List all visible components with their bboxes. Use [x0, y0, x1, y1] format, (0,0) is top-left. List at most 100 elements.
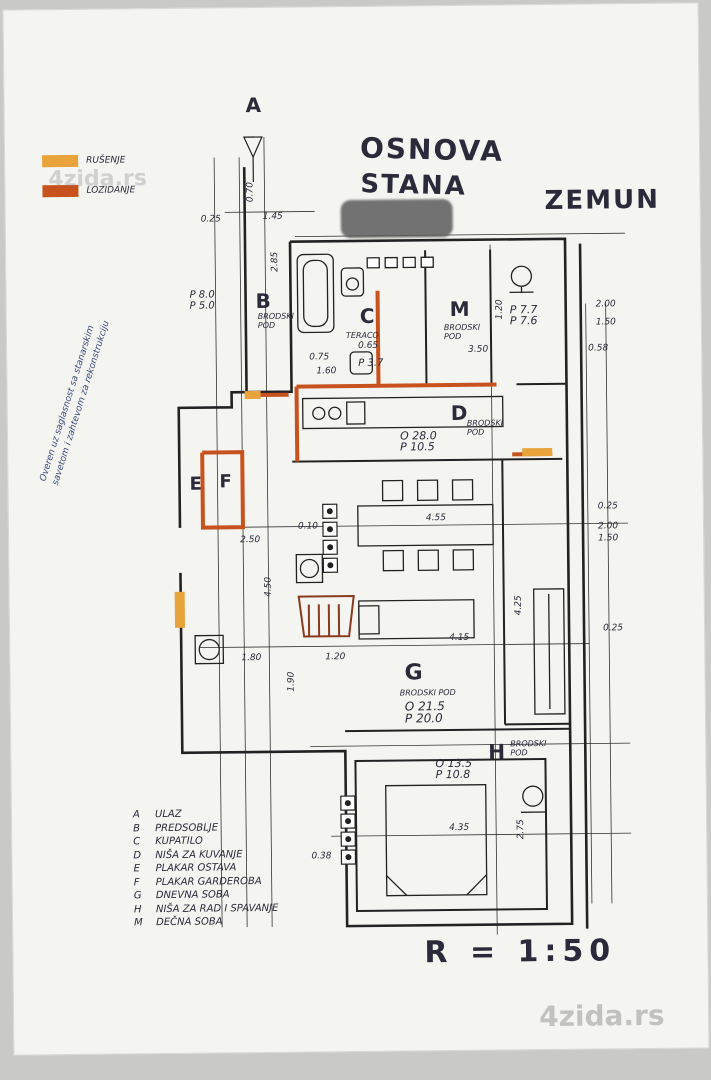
redacted-address: [340, 198, 453, 239]
legend-text: DNEVNA SOBA: [155, 889, 230, 902]
dim-d27: 0.65: [358, 340, 379, 351]
outer-walls: [177, 167, 589, 929]
dim-d4: 1.80: [241, 652, 262, 664]
key-rusenje: RUŠENJE: [42, 154, 135, 168]
dim-d24: 1.45: [262, 211, 283, 222]
floor-h: BRODSKI POD: [510, 739, 547, 758]
room-label-d: D: [450, 400, 468, 426]
entrance-arrow: [242, 136, 263, 183]
room-label-a: A: [245, 92, 262, 118]
dim-d22: 1.20: [494, 299, 505, 320]
dim-d7: 2.50: [240, 535, 261, 546]
dim-d12: 4.25: [513, 595, 524, 616]
floor-g: BRODSKI POD: [399, 687, 456, 698]
legend-item: H NIŠA ZA RAD I SPAVANJE: [134, 901, 279, 916]
stove-burners: [366, 256, 434, 269]
rusenje-label: RUŠENJE: [86, 155, 126, 166]
legend-text: DEČNA SOBA: [156, 916, 223, 929]
room-label-h: H: [488, 739, 506, 764]
heater-dots: [326, 508, 352, 861]
dim-d21: 0.25: [603, 623, 624, 634]
fireplace: [297, 595, 355, 638]
legend-key: H: [133, 903, 142, 915]
room-label-m: M: [449, 296, 470, 322]
dim-d6: 4.35: [449, 822, 470, 834]
dim-d18: 0.58: [588, 343, 609, 354]
drawing-scale: R = 1:50: [424, 933, 617, 971]
legend-key: C: [133, 836, 141, 848]
floor-d: BRODSKI POD: [466, 418, 504, 437]
dim-d13: 1.90: [286, 671, 297, 692]
area-m: P 7.7 P 7.6: [510, 303, 538, 327]
floor-m: BRODSKI POD: [443, 322, 481, 342]
legend-text: NIŠA ZA RAD I SPAVANJE: [155, 902, 279, 915]
dim-d28: 1.60: [316, 366, 337, 377]
watermark-bottom: 4zida.rs: [538, 998, 665, 1034]
area-g-p: P 20.0: [404, 711, 443, 726]
legend-text: PLAKAR GARDEROBA: [155, 875, 262, 888]
legend-text: PLAKAR OSTAVA: [155, 862, 237, 875]
heater-blocks: [322, 503, 357, 865]
paper-sheet: OSNOVA STANA ZEMUN RUŠENJE LOZIDANJE 4zi…: [2, 2, 710, 1056]
area-g: O 21.5 P 20.0: [404, 699, 445, 726]
legend-key: E: [133, 863, 140, 875]
room-label-e: E: [189, 473, 202, 495]
plan-title-line2: STANA: [360, 169, 468, 202]
dim-d8: 2.00: [597, 521, 619, 532]
dim-d15: 2.00: [595, 299, 616, 310]
area-h: O 13.5 P 10.8: [435, 757, 472, 782]
plan-city: ZEMUN: [544, 184, 661, 217]
rusenje-swatch: [42, 154, 79, 168]
dim-d17: 0.38: [311, 851, 332, 862]
dim-d16: 1.50: [595, 317, 616, 328]
legend-text: NIŠA ZA KUVANJE: [155, 848, 243, 861]
legend-item: M DEČNA SOBA: [134, 915, 279, 930]
dim-d2: 4.55: [425, 513, 446, 524]
dim-d25: 0.70: [245, 182, 256, 203]
demolition-marks: [174, 390, 553, 628]
legend-text: KUPATILO: [155, 835, 203, 848]
dim-d5: 1.20: [325, 652, 346, 663]
bed: [385, 783, 545, 897]
area-c: P 3.7: [358, 357, 384, 369]
dim-d1: 0.25: [200, 214, 221, 225]
plan-title-line1: OSNOVA: [359, 131, 505, 168]
bathroom-fixtures: [296, 253, 373, 375]
legend-text: ULAZ: [154, 808, 182, 821]
dim-d11: 2.75: [516, 819, 527, 840]
floor-c: TERACO: [345, 330, 379, 341]
legend-key: D: [133, 849, 142, 861]
legend-key: B: [133, 822, 141, 834]
legend-key: F: [133, 876, 140, 888]
room-label-b: B: [255, 288, 271, 314]
legend-list: A ULAZ B PREDSOBLJE C KUPATILO D NIŠA ZA KUV…: [133, 807, 279, 930]
watermark-top: 4zida.rs: [48, 166, 148, 193]
dim-d20: 4.50: [263, 576, 274, 597]
dim-d10: 0.25: [597, 501, 618, 512]
legend-key: G: [133, 890, 142, 902]
legend-item: F PLAKAR GARDEROBA: [134, 874, 279, 889]
legend-key: M: [134, 917, 143, 929]
area-h-p: P 10.8: [435, 767, 471, 782]
room-label-g: G: [404, 660, 423, 686]
inner-walls: [292, 249, 571, 913]
new-walls: [200, 290, 553, 530]
sofa: [358, 599, 475, 640]
room-label-f: F: [219, 471, 232, 493]
area-b: P 8.0 P 5.0: [189, 289, 214, 311]
kitchen-counter: [301, 395, 504, 430]
dining-table: [357, 479, 494, 572]
dim-d26: 0.75: [309, 352, 330, 363]
room-label-c: C: [359, 303, 375, 328]
wardrobe: [532, 588, 566, 715]
dim-d19: 0.10: [297, 521, 319, 532]
legend-text: PREDSOBLJE: [155, 821, 219, 834]
dim-d14: 3.50: [468, 344, 489, 355]
area-b-1: P 8.0: [189, 289, 215, 301]
area-b-2: P 5.0: [189, 300, 215, 312]
area-d-p: P 10.5: [400, 440, 435, 454]
floor-b: BRODSKI POD: [257, 311, 295, 331]
legend-key: A: [132, 809, 140, 821]
dim-d23: 2.85: [270, 251, 281, 272]
